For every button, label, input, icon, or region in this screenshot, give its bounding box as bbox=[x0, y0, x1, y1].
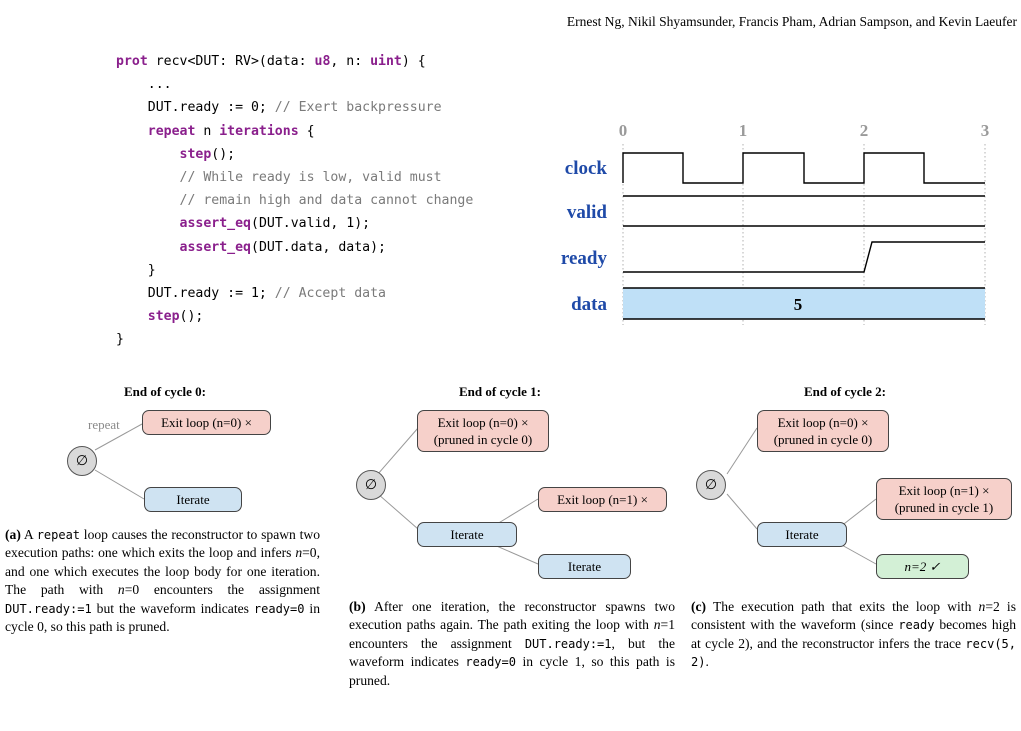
node-label: Exit loop (n=0) × bbox=[161, 415, 252, 430]
caption-c: (c) The execution path that exits the lo… bbox=[691, 599, 1017, 670]
ready-trace bbox=[623, 241, 985, 273]
code-line: // remain high and data cannot change bbox=[179, 193, 474, 209]
cycle-label-0: 0 bbox=[619, 121, 628, 140]
tree-cycle-0: End of cycle 0: repeat ∅ Exit loop (n=0)… bbox=[40, 384, 290, 524]
code-line: ... bbox=[116, 77, 172, 93]
signal-data: data bbox=[571, 294, 607, 315]
tree-edges bbox=[726, 427, 877, 565]
protocol-code-listing: prot recv<DUT: RV>(data: u8, n: uint) { … bbox=[116, 50, 473, 351]
cycle-label-1: 1 bbox=[739, 121, 748, 140]
exit-loop-n0-node: Exit loop (n=0) × (pruned in cycle 0) bbox=[757, 410, 889, 452]
node-label: Exit loop (n=0) × bbox=[437, 415, 529, 430]
clock-trace bbox=[622, 152, 985, 184]
node-label: Exit loop (n=0) × bbox=[777, 415, 869, 430]
code-line: prot recv<DUT: RV>(data: u8, n: uint) { bbox=[116, 54, 426, 69]
tree-title: End of cycle 0: bbox=[124, 384, 206, 399]
data-bus-fill bbox=[623, 288, 985, 319]
node-label: Exit loop (n=1) × bbox=[898, 483, 990, 498]
waveform-diagram: 0 1 2 3 clock valid ready data 5 bbox=[561, 121, 990, 325]
caption-a: (a) A repeat loop causes the reconstruct… bbox=[5, 527, 320, 635]
n2-accepted-node: n=2 ✓ bbox=[876, 554, 969, 579]
code-line: DUT.ready := 0; // Exert backpressure bbox=[116, 100, 442, 116]
node-note: (pruned in cycle 0) bbox=[433, 432, 533, 447]
iterate-node: Iterate bbox=[417, 522, 517, 547]
signal-ready: ready bbox=[561, 248, 608, 269]
root-node: ∅ bbox=[696, 470, 726, 500]
repeat-edge-label: repeat bbox=[88, 417, 120, 432]
tree-title: End of cycle 1: bbox=[459, 384, 541, 399]
cycle-label-3: 3 bbox=[981, 121, 990, 140]
data-value: 5 bbox=[794, 295, 803, 314]
exit-loop-n1-node: Exit loop (n=1) × bbox=[538, 487, 667, 512]
iterate-node: Iterate bbox=[144, 487, 242, 512]
node-label: n=2 ✓ bbox=[904, 559, 941, 574]
iterate-node: Iterate bbox=[757, 522, 847, 547]
running-header: Ernest Ng, Nikil Shyamsunder, Francis Ph… bbox=[566, 14, 1017, 29]
cycle-label-2: 2 bbox=[860, 121, 869, 140]
caption-b: (b) After one iteration, the reconstruct… bbox=[349, 599, 675, 688]
tree-edges: repeat bbox=[88, 417, 145, 500]
exit-loop-n0-node: Exit loop (n=0) × bbox=[142, 410, 271, 435]
iterate-node-2: Iterate bbox=[538, 554, 631, 579]
signal-valid: valid bbox=[567, 202, 608, 223]
code-line: step(); bbox=[147, 309, 204, 325]
tree-cycle-2: End of cycle 2: ∅ Exit loop (n=0) × (pru… bbox=[690, 384, 1020, 589]
root-node: ∅ bbox=[356, 470, 386, 500]
node-label: Iterate bbox=[567, 559, 602, 574]
node-label: Iterate bbox=[450, 527, 484, 542]
signal-clock: clock bbox=[565, 158, 608, 179]
tree-title: End of cycle 2: bbox=[804, 384, 886, 399]
root-node: ∅ bbox=[67, 446, 97, 476]
exit-loop-n1-node: Exit loop (n=1) × (pruned in cycle 1) bbox=[876, 478, 1012, 520]
code-line: assert_eq(DUT.data, data); bbox=[179, 239, 386, 255]
code-line: assert_eq(DUT.valid, 1); bbox=[179, 216, 371, 232]
node-label: Exit loop (n=1) × bbox=[557, 492, 648, 507]
code-line: } bbox=[116, 332, 124, 348]
code-line: // While ready is low, valid must bbox=[179, 169, 442, 185]
code-line: } bbox=[116, 262, 156, 278]
node-label: Iterate bbox=[176, 492, 210, 507]
node-note: (pruned in cycle 1) bbox=[894, 500, 994, 515]
code-line: DUT.ready := 1; // Accept data bbox=[116, 285, 386, 301]
code-line: step(); bbox=[179, 146, 236, 162]
node-note: (pruned in cycle 0) bbox=[773, 432, 873, 447]
node-label: Iterate bbox=[785, 527, 819, 542]
tree-cycle-1: End of cycle 1: ∅ Exit loop (n=0) × (pru… bbox=[350, 384, 680, 589]
exit-loop-n0-node: Exit loop (n=0) × (pruned in cycle 0) bbox=[417, 410, 549, 452]
code-line: repeat n iterations { bbox=[147, 123, 315, 139]
